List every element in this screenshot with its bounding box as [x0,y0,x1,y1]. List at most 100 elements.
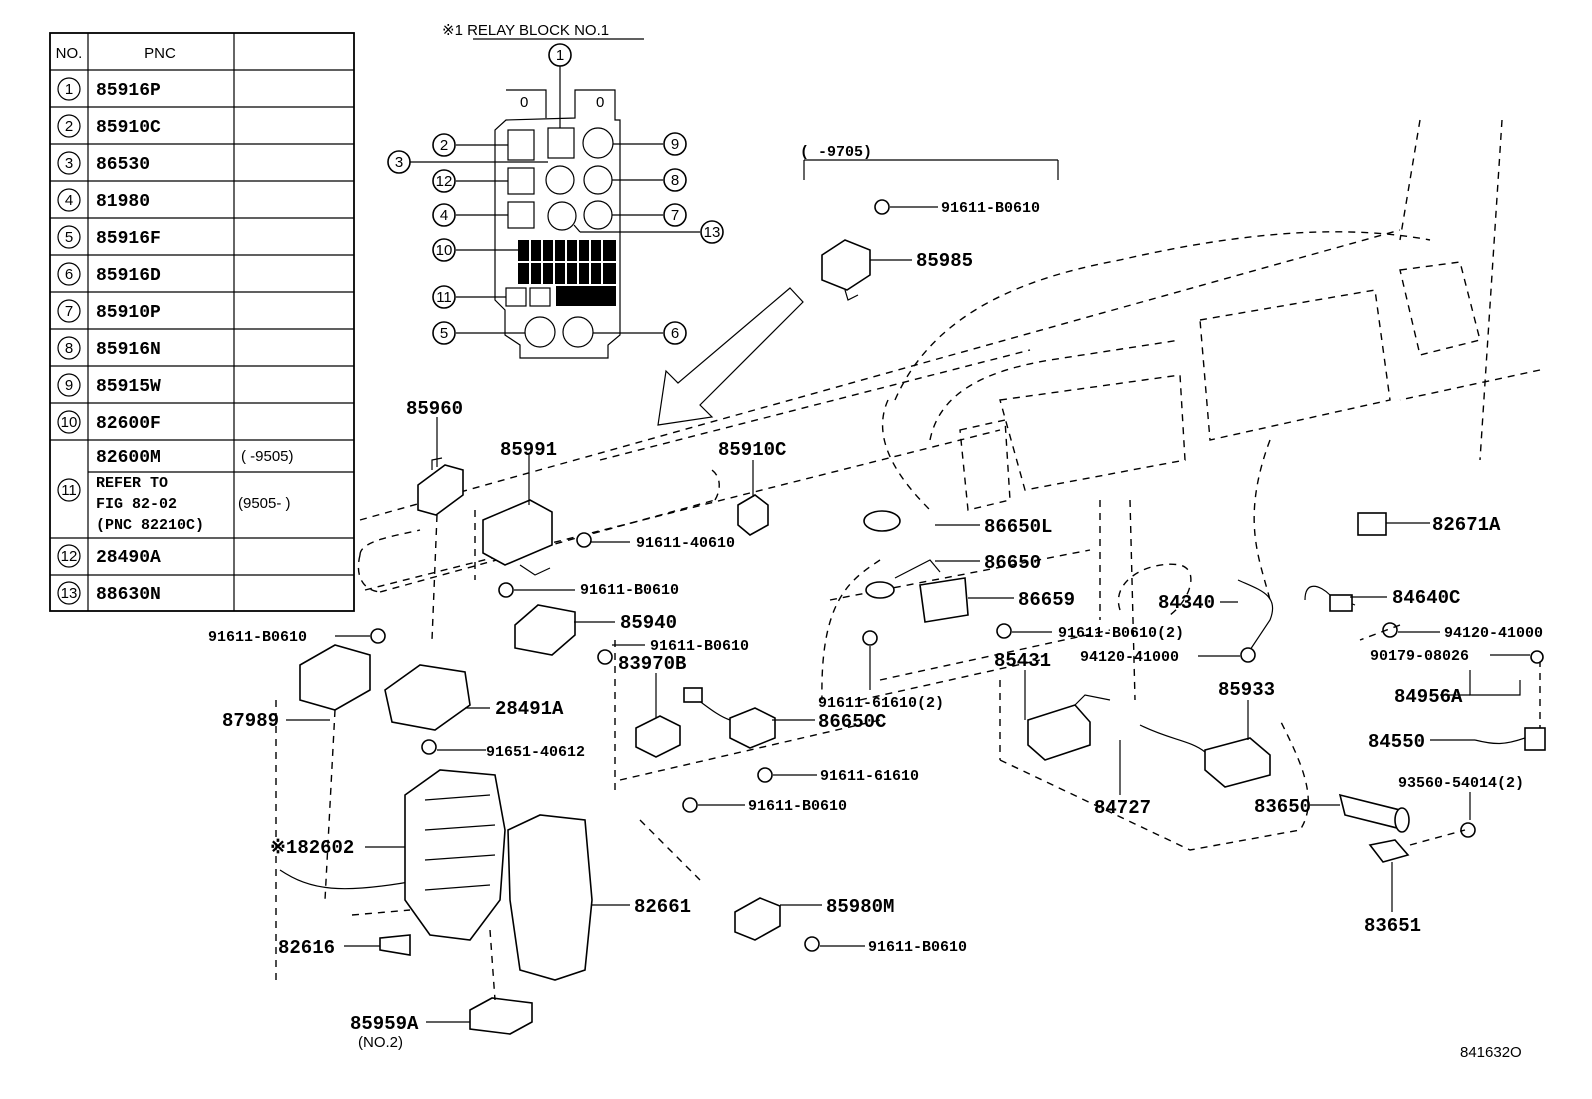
part-label-84550: 84550 [1368,731,1425,753]
part-label-85959A-sub: (NO.2) [358,1034,403,1051]
table-row: 5 85916F [57,225,161,249]
table-row: 2 85910C [57,114,161,138]
part-label-91611-B0610: 91611-B0610 [208,629,307,646]
part-label-91651-40612: 91651-40612 [486,744,585,761]
callout-marker: 1 [548,43,572,67]
callout-marker: 3 [387,150,411,174]
row-pnc: 82600F [96,414,161,434]
callout-number: 11 [436,289,452,306]
table-row: 9 85915W [57,373,161,397]
callout-number: 10 [436,242,453,259]
table-row: 10 82600F [57,410,161,434]
callout-marker: 11 [432,285,456,309]
row-pnc: 85910P [96,303,161,323]
row-number: 10 [61,414,78,431]
part-label-84727: 84727 [1094,797,1151,819]
part-label-91611-B0610-2: 91611-B0610(2) [1058,625,1184,642]
part-label-83650: 83650 [1254,796,1311,818]
table-row: 7 85910P [57,299,161,323]
relay-block-detail: ※1 RELAY BLOCK NO.1 0 0 [387,22,724,359]
row-number: 12 [61,548,78,565]
part-label-85431: 85431 [994,650,1051,672]
callout-marker: 2 [432,133,456,157]
row-pnc: 85910C [96,118,161,138]
part-label-84340: 84340 [1158,592,1215,614]
part-label-91611-61610-2: 91611-61610(2) [818,695,944,712]
row-pnc: 85915W [96,377,161,397]
row-number: 1 [65,81,73,98]
row-pnc: 85916N [96,340,161,360]
row-refer-line: REFER TO [96,475,168,492]
row-pnc: 85916F [96,229,161,249]
location-arrow [657,287,804,426]
relay-block-zero-right: 0 [596,94,604,111]
part-label-85910C: 85910C [718,439,786,461]
row-pnc: 85916D [96,266,161,286]
row-number: 11 [61,482,77,499]
row-number: 6 [65,266,73,283]
table-row: 12 28490A [57,544,161,568]
row-pnc: 28490A [96,548,161,568]
callout-marker: 13 [700,220,724,244]
callout-marker: 6 [663,321,687,345]
callout-number: 2 [440,137,448,154]
row-pnc: 88630N [96,585,161,605]
table-header-no: NO. [56,45,83,62]
row-number: 4 [65,192,73,209]
part-label-85960: 85960 [406,398,463,420]
part-label-87989: 87989 [222,710,279,732]
table-row: 1 85916P [57,77,161,101]
leader-lines [275,159,1530,1023]
dashboard-outline [279,119,1541,890]
part-label-94120-41000: 94120-41000 [1444,625,1543,642]
table-row: 4 81980 [57,188,150,212]
relay-block-zero-left: 0 [520,94,528,111]
part-label-86650: 86650 [984,552,1041,574]
row-number: 3 [65,155,73,172]
callout-number: 12 [436,173,453,190]
part-label-28491A: 28491A [495,698,564,720]
row-pnc: 85916P [96,81,161,101]
callout-marker: 4 [432,203,456,227]
part-label-91611-B0610: 91611-B0610 [650,638,749,655]
parts-table: NO. PNC 1 85916P 2 85910C 3 86530 4 8198… [49,32,355,612]
relay-block-title: ※1 RELAY BLOCK NO.1 [442,22,609,39]
callout-marker: 5 [432,321,456,345]
row-number: 8 [65,340,73,357]
part-label-94120-41000: 94120-41000 [1080,649,1179,666]
row-number: 13 [61,585,78,602]
part-label-82661: 82661 [634,896,691,918]
part-label-82602: ※182602 [270,837,354,859]
part-label-86659: 86659 [1018,589,1075,611]
row-number: 5 [65,229,73,246]
table-row: 11 82600M ( -9505) REFER TO FIG 82-02 (P… [57,448,294,534]
part-label-85933: 85933 [1218,679,1275,701]
figure-number: 841632O [1460,1044,1522,1061]
part-label-85940: 85940 [620,612,677,634]
component-drawings [299,199,1546,1035]
part-label-91611-B0610: 91611-B0610 [868,939,967,956]
part-label-83651: 83651 [1364,915,1421,937]
part-label-90179-08026: 90179-08026 [1370,648,1469,665]
callout-marker: 10 [432,238,456,262]
part-label-82616: 82616 [278,937,335,959]
row-refer-line: FIG 82-02 [96,496,177,513]
part-label-91611-B0610: 91611-B0610 [748,798,847,815]
part-label-91611-B0610: 91611-B0610 [941,200,1040,217]
part-label-86650C: 86650C [818,711,886,733]
callout-number: 3 [395,154,403,171]
part-label-84640C: 84640C [1392,587,1460,609]
part-label-85991: 85991 [500,439,557,461]
table-row: 3 86530 [57,151,150,175]
callout-marker: 8 [663,168,687,192]
row-note: (9505- ) [238,495,291,512]
callout-number: 4 [440,207,448,224]
table-row: 13 88630N [57,581,161,605]
part-label-86650L: 86650L [984,516,1052,538]
table-row: 8 85916N [57,336,161,360]
callout-number: 13 [704,224,721,241]
row-pnc: 82600M [96,448,161,468]
row-number: 2 [65,118,73,135]
table-header-pnc: PNC [144,45,176,62]
